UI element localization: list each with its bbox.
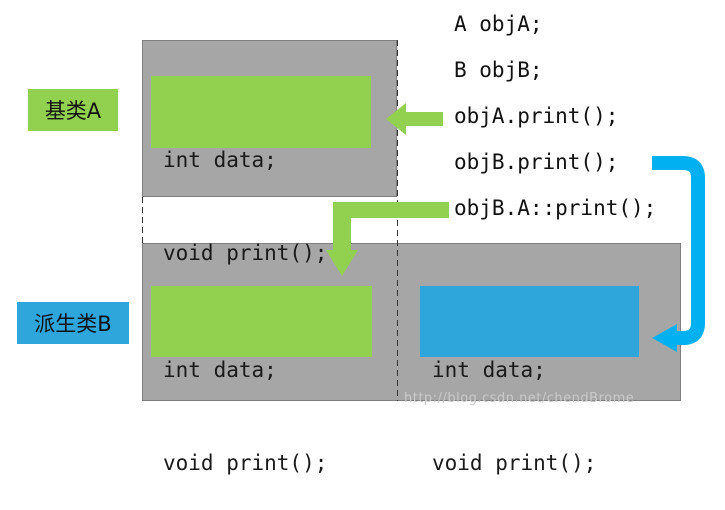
dashed-guides xyxy=(142,40,398,401)
own-member-data: int data; xyxy=(432,358,546,382)
base-class-label: 基类A xyxy=(28,89,118,131)
inherited-member-print: void print(); xyxy=(163,451,328,475)
statement-declare-objA: A objA; xyxy=(454,12,543,36)
watermark-text: http://blog.csdn.net/chendBrome xyxy=(404,391,635,406)
arrow-objB-to-derived-own xyxy=(652,156,705,345)
arrow-objA-to-base xyxy=(386,103,443,135)
base-member-print: void print(); xyxy=(163,241,328,265)
inherited-member-data: int data; xyxy=(163,358,277,382)
arrows-layer xyxy=(326,103,705,352)
statement-objB-print: objB.print(); xyxy=(454,150,619,174)
own-member-print: void print(); xyxy=(432,451,597,475)
arrow-objB-to-derived-own-head xyxy=(652,324,677,352)
statement-objB-A-print: objB.A::print(); xyxy=(454,196,657,220)
derived-class-label: 派生类B xyxy=(17,302,129,344)
arrow-objB-A-to-inherited xyxy=(326,202,449,276)
statement-declare-objB: B objB; xyxy=(454,58,543,82)
base-member-data: int data; xyxy=(163,148,277,172)
statement-objA-print: objA.print(); xyxy=(454,104,619,128)
base-members-block: int data; void print(); xyxy=(151,76,371,265)
